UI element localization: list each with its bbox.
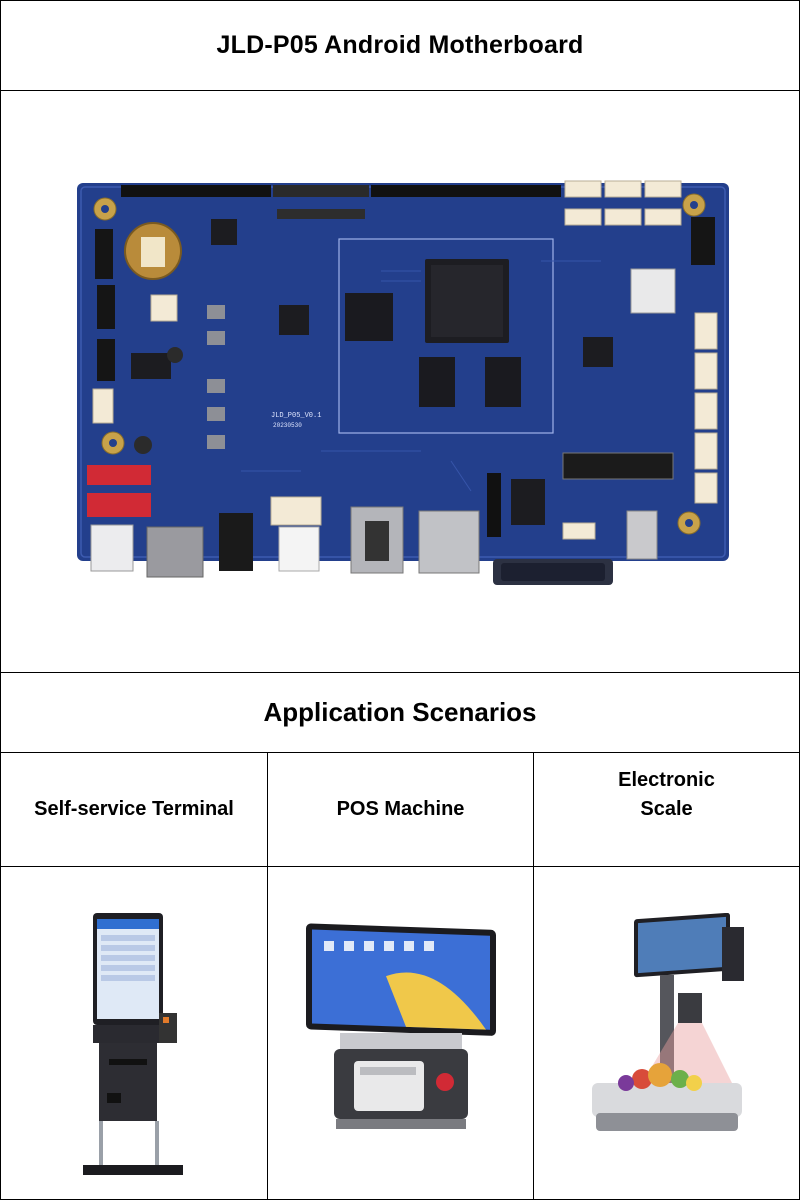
scenario-label: Self-service Terminal [34, 798, 234, 820]
electronic-scale-image [591, 913, 744, 1131]
scenario-image-cell [267, 867, 533, 1199]
motherboard-image: JLD_P05_V0.1 20230530 [77, 180, 729, 585]
page-title: JLD-P05 Android Motherboard [216, 31, 584, 59]
title-row: JLD-P05 Android Motherboard [1, 1, 799, 91]
kiosk-terminal-image [83, 913, 183, 1175]
scenario-label-cell: Electronic Scale [533, 753, 799, 866]
scenario-label: POS Machine [336, 798, 465, 820]
scenario-label-cell: Self-service Terminal [1, 753, 267, 866]
scenario-images-row [1, 867, 799, 1199]
board-version-text: JLD_P05_V0.1 [271, 412, 321, 420]
board-date-text: 20230530 [273, 422, 302, 429]
section-title: Application Scenarios [263, 697, 537, 727]
scenarios-header-row: Application Scenarios [1, 673, 799, 753]
scenario-labels-row: Self-service Terminal POS Machine Electr… [1, 753, 799, 867]
scenario-label: Electronic Scale [618, 768, 715, 820]
board-row: JLD_P05_V0.1 20230530 [1, 91, 799, 673]
pos-machine-image [305, 923, 496, 1129]
scenario-label-cell: POS Machine [267, 753, 533, 866]
scenario-image-cell [533, 867, 799, 1199]
scenario-image-cell [1, 867, 267, 1199]
